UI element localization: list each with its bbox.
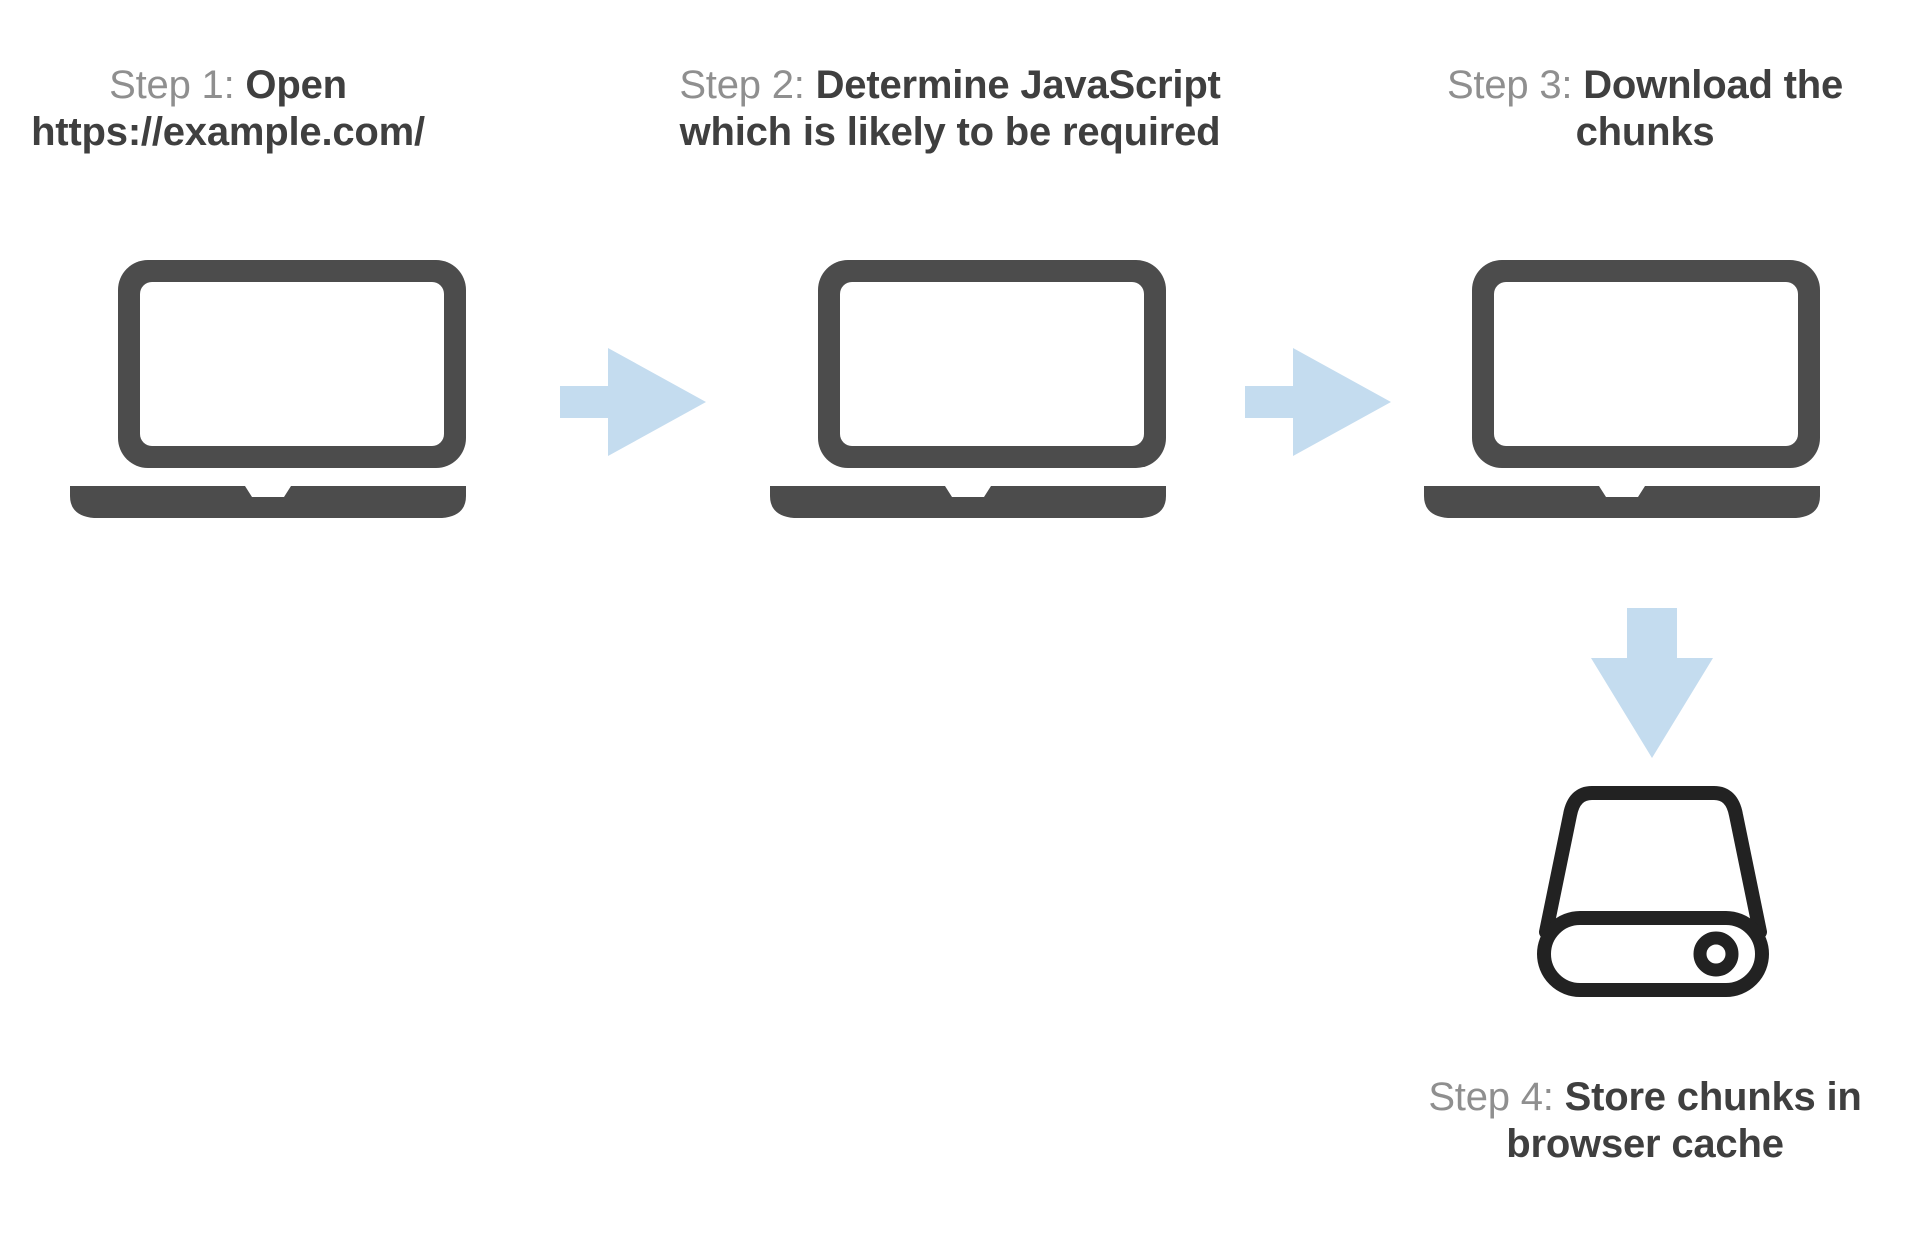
step-3-description: Download the chunks — [1575, 63, 1844, 154]
laptop-icon — [758, 250, 1178, 560]
arrow-down-icon — [1591, 608, 1713, 758]
laptop-icon — [1412, 250, 1832, 560]
step-2-description: Determine JavaScript which is likely to … — [679, 63, 1221, 154]
step-2-prefix: Step 2: — [679, 63, 816, 107]
laptop-icon — [58, 250, 478, 560]
laptop-lid — [1472, 260, 1820, 468]
step-1-caption: Step 1: Open https://example.com/ — [18, 62, 438, 156]
step-4-description: Store chunks in browser cache — [1506, 1075, 1862, 1166]
step-1-description: Open https://example.com/ — [31, 63, 425, 154]
step-4-prefix: Step 4: — [1428, 1075, 1565, 1119]
arrow-right-icon — [560, 348, 706, 456]
step-1-prefix: Step 1: — [109, 63, 246, 107]
step-3-caption: Step 3: Download the chunks — [1420, 62, 1870, 156]
step-2-caption: Step 2: Determine JavaScript which is li… — [630, 62, 1270, 156]
laptop-base — [770, 486, 1166, 518]
laptop-base — [1424, 486, 1820, 518]
drive-indicator — [1693, 931, 1739, 977]
laptop-lid — [818, 260, 1166, 468]
laptop-lid — [118, 260, 466, 468]
step-3-prefix: Step 3: — [1446, 63, 1584, 107]
laptop-base — [70, 486, 466, 518]
arrow-right-icon — [1245, 348, 1391, 456]
step-4-caption: Step 4: Store chunks in browser cache — [1420, 1074, 1870, 1168]
storage-drive-icon — [1528, 782, 1778, 1002]
